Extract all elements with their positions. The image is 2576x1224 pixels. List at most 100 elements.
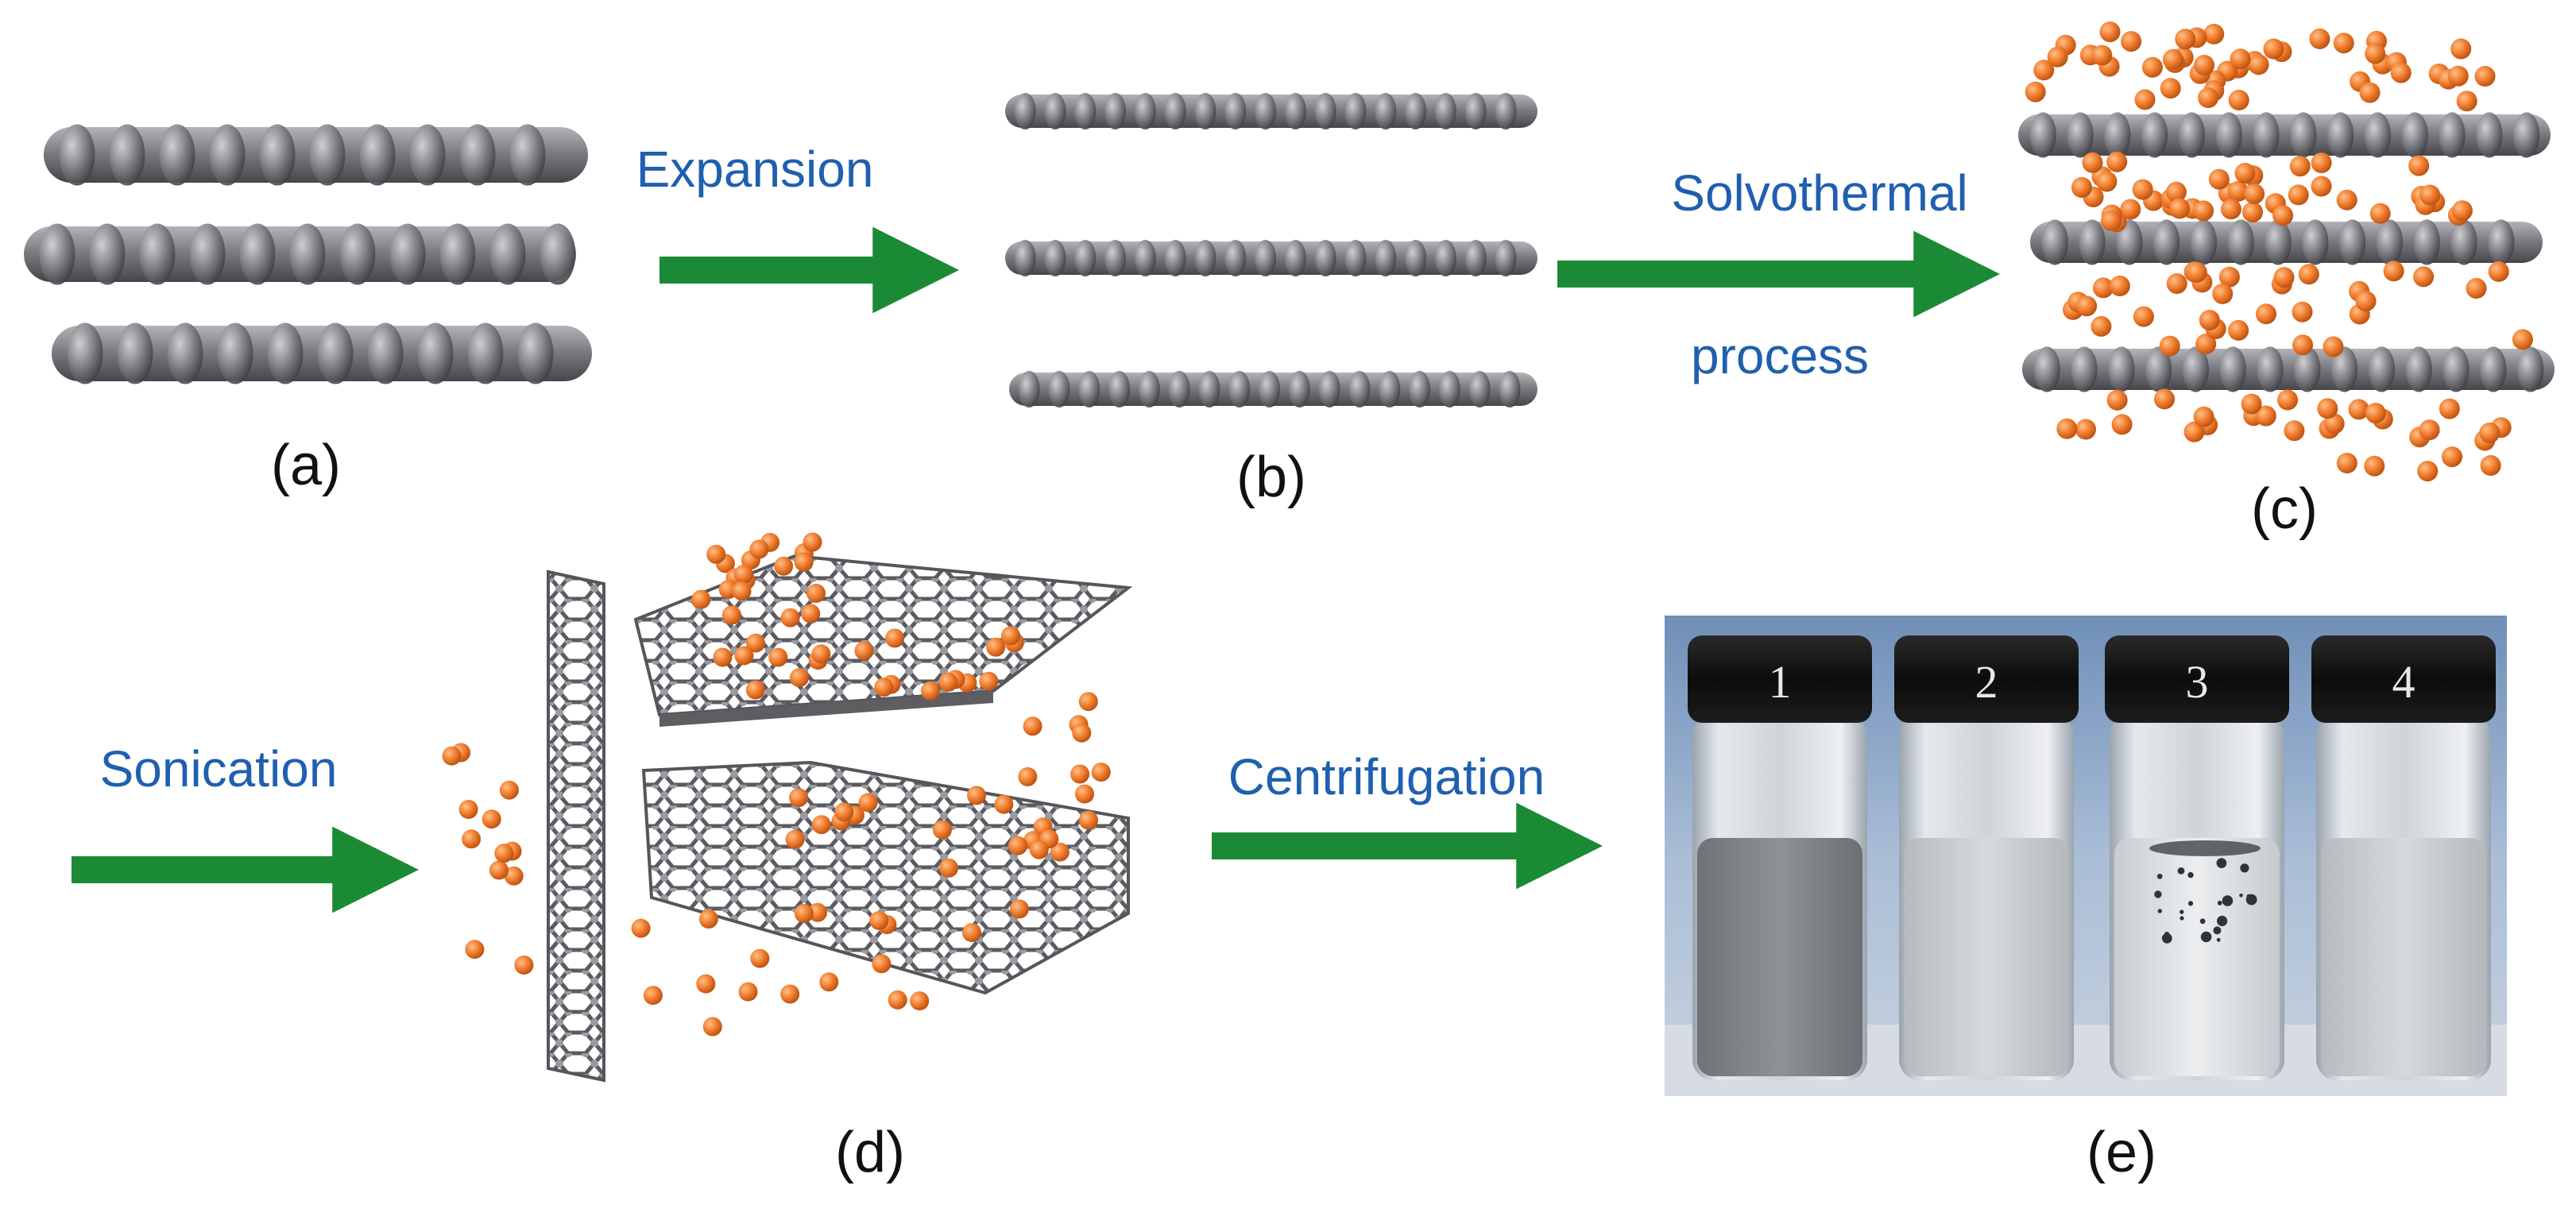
vial-4: 4 xyxy=(2311,635,2496,1080)
particle xyxy=(2091,44,2113,66)
particle xyxy=(811,644,831,664)
particle xyxy=(2298,264,2319,285)
particle xyxy=(2111,414,2133,435)
vial-number-label: 2 xyxy=(1975,656,1998,708)
vial-cap xyxy=(2105,635,2289,723)
particle xyxy=(2093,277,2114,299)
particle xyxy=(2134,89,2156,110)
particle xyxy=(2141,56,2163,78)
particle xyxy=(2242,202,2263,223)
expanded-graphite-b xyxy=(1005,92,1537,408)
particle xyxy=(2292,301,2313,322)
particle xyxy=(780,608,800,627)
particle xyxy=(2183,421,2205,442)
particle xyxy=(2442,446,2462,468)
particle xyxy=(780,984,800,1004)
particle xyxy=(2479,423,2501,443)
particle xyxy=(2364,455,2385,477)
particle xyxy=(2456,91,2477,112)
particle xyxy=(2194,55,2214,75)
sonication-label: Sonication xyxy=(100,740,338,797)
particle xyxy=(2288,184,2309,206)
particle xyxy=(2359,82,2381,103)
particle xyxy=(819,972,839,992)
particle xyxy=(834,802,854,822)
particle xyxy=(2466,278,2487,299)
particle xyxy=(2047,46,2068,68)
tilted-graphene-sheet xyxy=(547,570,605,1083)
particle xyxy=(2256,303,2276,325)
panel-label-c: (c) xyxy=(2251,477,2318,541)
graphite-layer-a xyxy=(24,223,576,285)
particle xyxy=(962,923,981,943)
particle xyxy=(462,829,482,849)
vial-1: 1 xyxy=(1688,635,1872,1080)
particle xyxy=(808,902,827,922)
particle xyxy=(2450,38,2472,60)
graphene-layer-b xyxy=(1009,370,1537,408)
particle xyxy=(1075,784,1094,804)
particle xyxy=(2106,151,2128,172)
centrifugation-label: Centrifugation xyxy=(1228,748,1545,805)
particle xyxy=(967,786,986,805)
panel-label-b: (b) xyxy=(1236,446,1306,509)
lower-graphene-sheet xyxy=(641,760,1130,995)
particle xyxy=(2228,180,2249,202)
vial-cap xyxy=(1688,635,1872,723)
panel-label-d: (d) xyxy=(835,1121,905,1184)
particle xyxy=(801,604,821,624)
particle xyxy=(2082,152,2103,173)
particle xyxy=(738,982,758,1002)
particle xyxy=(2056,418,2078,439)
particle xyxy=(734,646,754,666)
particle xyxy=(2160,78,2181,99)
solvothermal-label-line1: Solvothermal xyxy=(1671,164,1968,222)
particle xyxy=(1079,810,1098,830)
particle xyxy=(2169,198,2191,219)
particle xyxy=(2390,62,2412,83)
particle xyxy=(2132,179,2153,200)
graphene-layer-c xyxy=(2018,112,2551,158)
particle xyxy=(1078,692,1098,712)
particle xyxy=(790,668,809,688)
particle xyxy=(713,647,733,667)
particle xyxy=(2091,315,2112,337)
particle xyxy=(869,910,889,930)
particle xyxy=(2419,419,2440,441)
particle xyxy=(2317,398,2338,419)
particle xyxy=(750,948,770,968)
graphite-layer-a xyxy=(44,124,588,186)
particle xyxy=(2195,334,2217,354)
particle xyxy=(2512,329,2533,350)
graphene-layer-b xyxy=(1005,239,1537,277)
solvothermal-label-line2: process xyxy=(1691,327,1869,384)
particle xyxy=(854,641,874,661)
vial-liquid xyxy=(1697,838,1862,1076)
particle xyxy=(702,1017,722,1037)
graphene-layer-c xyxy=(2030,219,2543,265)
particle xyxy=(921,681,940,701)
particle xyxy=(2101,210,2122,231)
particle xyxy=(806,583,826,603)
graphite-layer-a xyxy=(52,322,592,384)
particle xyxy=(2336,453,2357,473)
particle xyxy=(994,794,1014,814)
vial-cap xyxy=(1894,635,2079,723)
particle xyxy=(1023,716,1042,736)
particle xyxy=(2383,261,2404,282)
particle xyxy=(2263,38,2284,60)
particle xyxy=(803,532,822,552)
particle xyxy=(2199,310,2220,330)
particle xyxy=(2413,266,2435,288)
particle xyxy=(2336,189,2357,210)
graphene-layer-c xyxy=(2022,346,2555,392)
particle xyxy=(2408,155,2430,176)
graphene-layer-b xyxy=(1005,92,1537,130)
particle xyxy=(1072,723,1092,743)
vial-cap xyxy=(2311,635,2496,723)
particle xyxy=(2241,393,2262,415)
panel-label-a: (a) xyxy=(271,434,341,497)
particle xyxy=(2365,43,2386,64)
